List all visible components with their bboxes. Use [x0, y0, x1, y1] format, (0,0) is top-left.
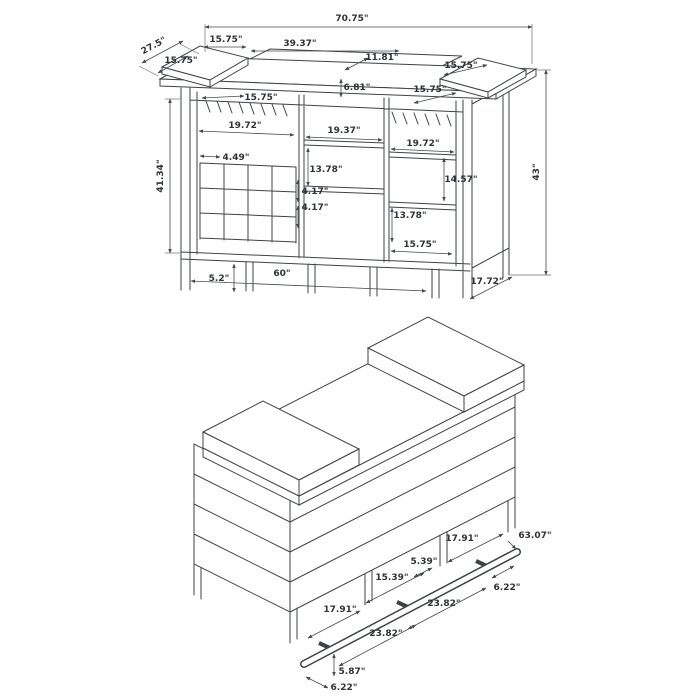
dim-top-step-height: 6.81" [344, 83, 371, 93]
dim-wine-cubby-width: 4.49" [223, 153, 250, 163]
dim-rail-right-span: 17.91" [445, 534, 478, 544]
bottom-view-dimension-labels: 63.07" 17.91" 6.22" 5.39" 15.39" 23.82" … [323, 531, 551, 693]
dim-base-width: 60" [273, 269, 290, 279]
dim-right-lower-shelf-height: 13.78" [393, 211, 426, 221]
dim-overall-height: 43" [532, 163, 542, 180]
front-isometric-view: 63.07" 17.91" 6.22" 5.39" 15.39" 23.82" … [193, 316, 552, 693]
dim-right-cap-width: 15.75" [413, 85, 446, 95]
dim-rail-mid-span: 15.39" [375, 573, 408, 583]
dim-left-shelf-width: 19.72" [228, 121, 261, 131]
bottom-view-dimension-lines [305, 533, 517, 689]
dim-rail-right-offset: 6.22" [494, 583, 521, 593]
dim-left-cap-depth: 15.75" [209, 35, 242, 45]
wine-rack-grid [199, 162, 297, 244]
back-isometric-view: 70.75" 27.5" 15.75" 15.75" 39.37" 11.81"… [138, 14, 551, 300]
legs [245, 261, 440, 299]
dim-center-top-width: 39.37" [283, 39, 316, 49]
dim-bracket-length: 5.39" [411, 557, 438, 567]
dim-left-cap-width: 15.75" [164, 56, 197, 66]
dim-stemware-rack-width: 15.75" [244, 93, 277, 103]
dim-middle-shelf-height: 13.78" [309, 165, 342, 175]
dim-right-shelf-width: 19.72" [406, 139, 439, 149]
dim-footrail-length: 63.07" [518, 531, 551, 541]
dim-overall-depth: 27.5" [140, 36, 168, 57]
shelves [303, 139, 457, 211]
top-view-dimension-lines [138, 24, 551, 300]
dim-rail-left-offset: 6.22" [331, 683, 358, 693]
dim-rail-height: 5.87" [339, 667, 366, 677]
dim-right-shelf-height: 14.57" [444, 175, 477, 185]
dim-bracket-spacing-left: 23.82" [369, 629, 402, 639]
dim-center-top-depth: 11.81" [365, 53, 398, 63]
stemware-racks [205, 100, 452, 127]
dim-cabinet-height: 41.34" [156, 159, 166, 192]
right-top-cap [366, 316, 526, 413]
dim-bottom-shelf-width: 15.75" [403, 240, 436, 250]
dim-right-cap-depth: 15.75" [444, 61, 477, 71]
dim-leg-height: 5.2" [209, 274, 230, 284]
dim-side-depth: 17.72" [470, 277, 503, 287]
dim-wine-cubby-height-a: 4.17" [302, 187, 329, 197]
cabinet-frame [180, 83, 510, 299]
left-top-cap [201, 400, 361, 497]
top-view-dimension-labels: 70.75" 27.5" 15.75" 15.75" 39.37" 11.81"… [140, 14, 542, 287]
dim-overall-width: 70.75" [335, 14, 368, 24]
dim-middle-shelf-width: 19.37" [327, 126, 360, 136]
dim-wine-cubby-height-b: 4.17" [302, 203, 329, 213]
dim-bracket-spacing-right: 23.82" [427, 599, 460, 609]
dim-rail-left-span: 17.91" [323, 605, 356, 615]
